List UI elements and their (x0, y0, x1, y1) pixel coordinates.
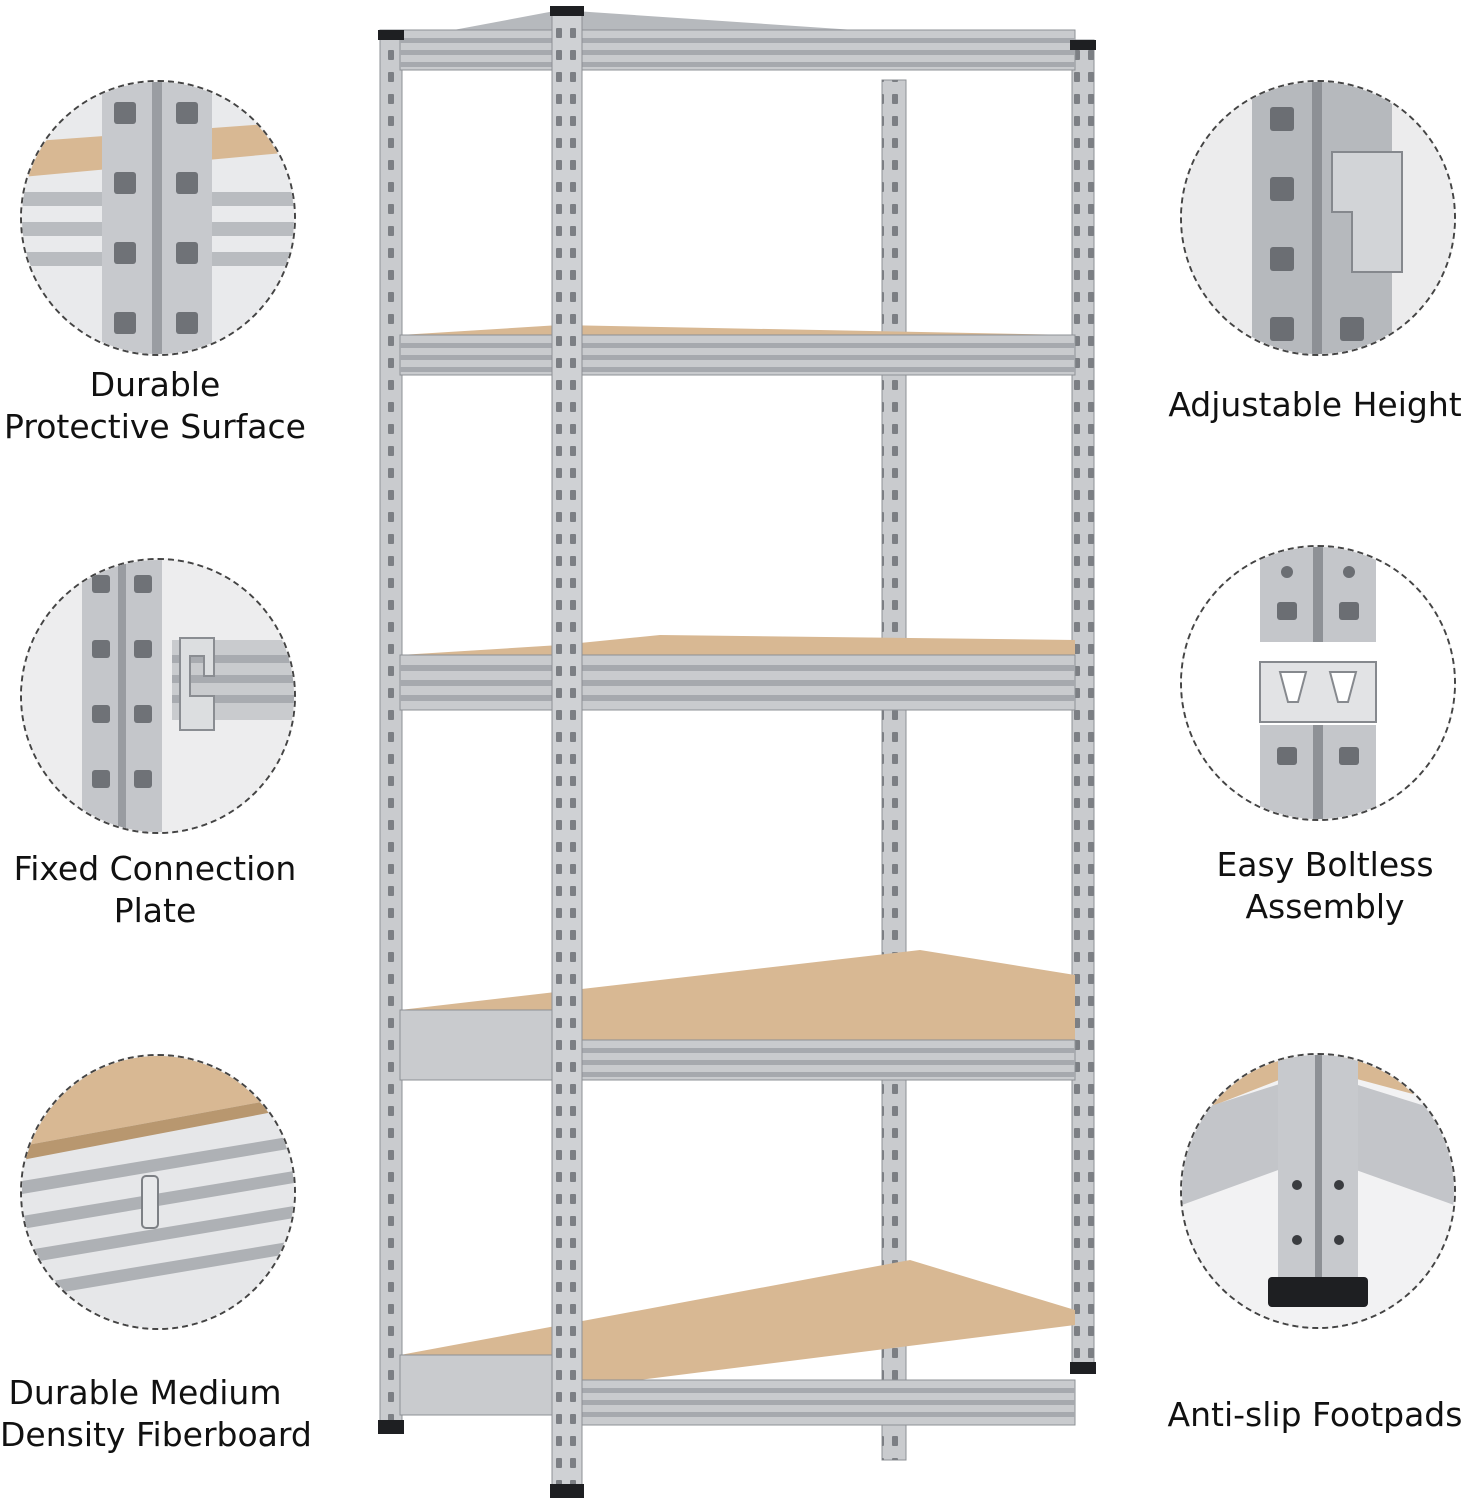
height-adjust-icon (1180, 80, 1456, 356)
shelf (399, 10, 1076, 71)
footpad-icon (1180, 1053, 1456, 1329)
feature-caption: Durable Protective Surface (0, 364, 310, 448)
fiberboard-icon (20, 1054, 296, 1330)
shelf (399, 950, 1076, 1081)
shelf (399, 325, 1076, 376)
caption-line: Plate (113, 891, 197, 930)
feature-caption: Easy Boltless Assembly (1170, 844, 1471, 928)
caption-line: Durable Medium (8, 1373, 282, 1412)
shelving-unit-icon (370, 0, 1100, 1500)
caption-line: Protective Surface (4, 407, 306, 446)
feature-caption: Anti-slip Footpads (1160, 1394, 1470, 1436)
caption-line: Durable (89, 365, 221, 404)
feature-caption: Adjustable Height (1160, 384, 1470, 426)
caption-line: Density Fiberboard (0, 1415, 312, 1454)
feature-caption: Durable Medium Density Fiberboard (0, 1372, 312, 1456)
shelf (399, 635, 1076, 711)
caption-line: Adjustable Height (1168, 385, 1462, 424)
connection-plate-icon (20, 558, 296, 834)
feature-caption: Fixed Connection Plate (0, 848, 310, 932)
caption-line: Fixed Connection (13, 849, 297, 888)
shelf (399, 1260, 1076, 1426)
caption-line: Assembly (1245, 887, 1405, 926)
caption-line: Easy Boltless (1216, 845, 1434, 884)
boltless-assembly-icon (1180, 545, 1456, 821)
caption-line: Anti-slip Footpads (1167, 1395, 1463, 1434)
surface-detail-icon (20, 80, 296, 356)
